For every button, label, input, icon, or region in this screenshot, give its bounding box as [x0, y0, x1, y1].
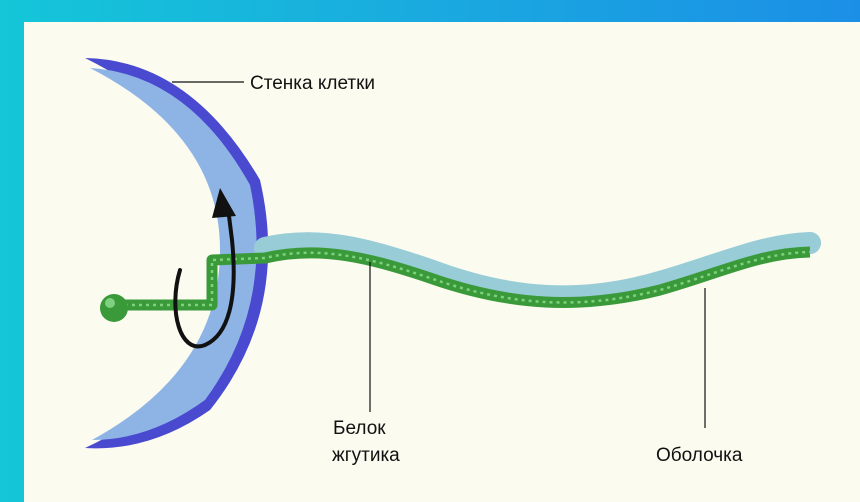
label-flagellin-line1: Белок — [333, 418, 386, 439]
basal-body-knob-highlight — [105, 298, 115, 308]
label-cell-wall: Стенка клетки — [250, 73, 375, 94]
basal-body-knob — [100, 294, 128, 322]
label-flagellin-line2: жгутика — [332, 445, 400, 466]
label-sheath: Оболочка — [656, 445, 743, 466]
